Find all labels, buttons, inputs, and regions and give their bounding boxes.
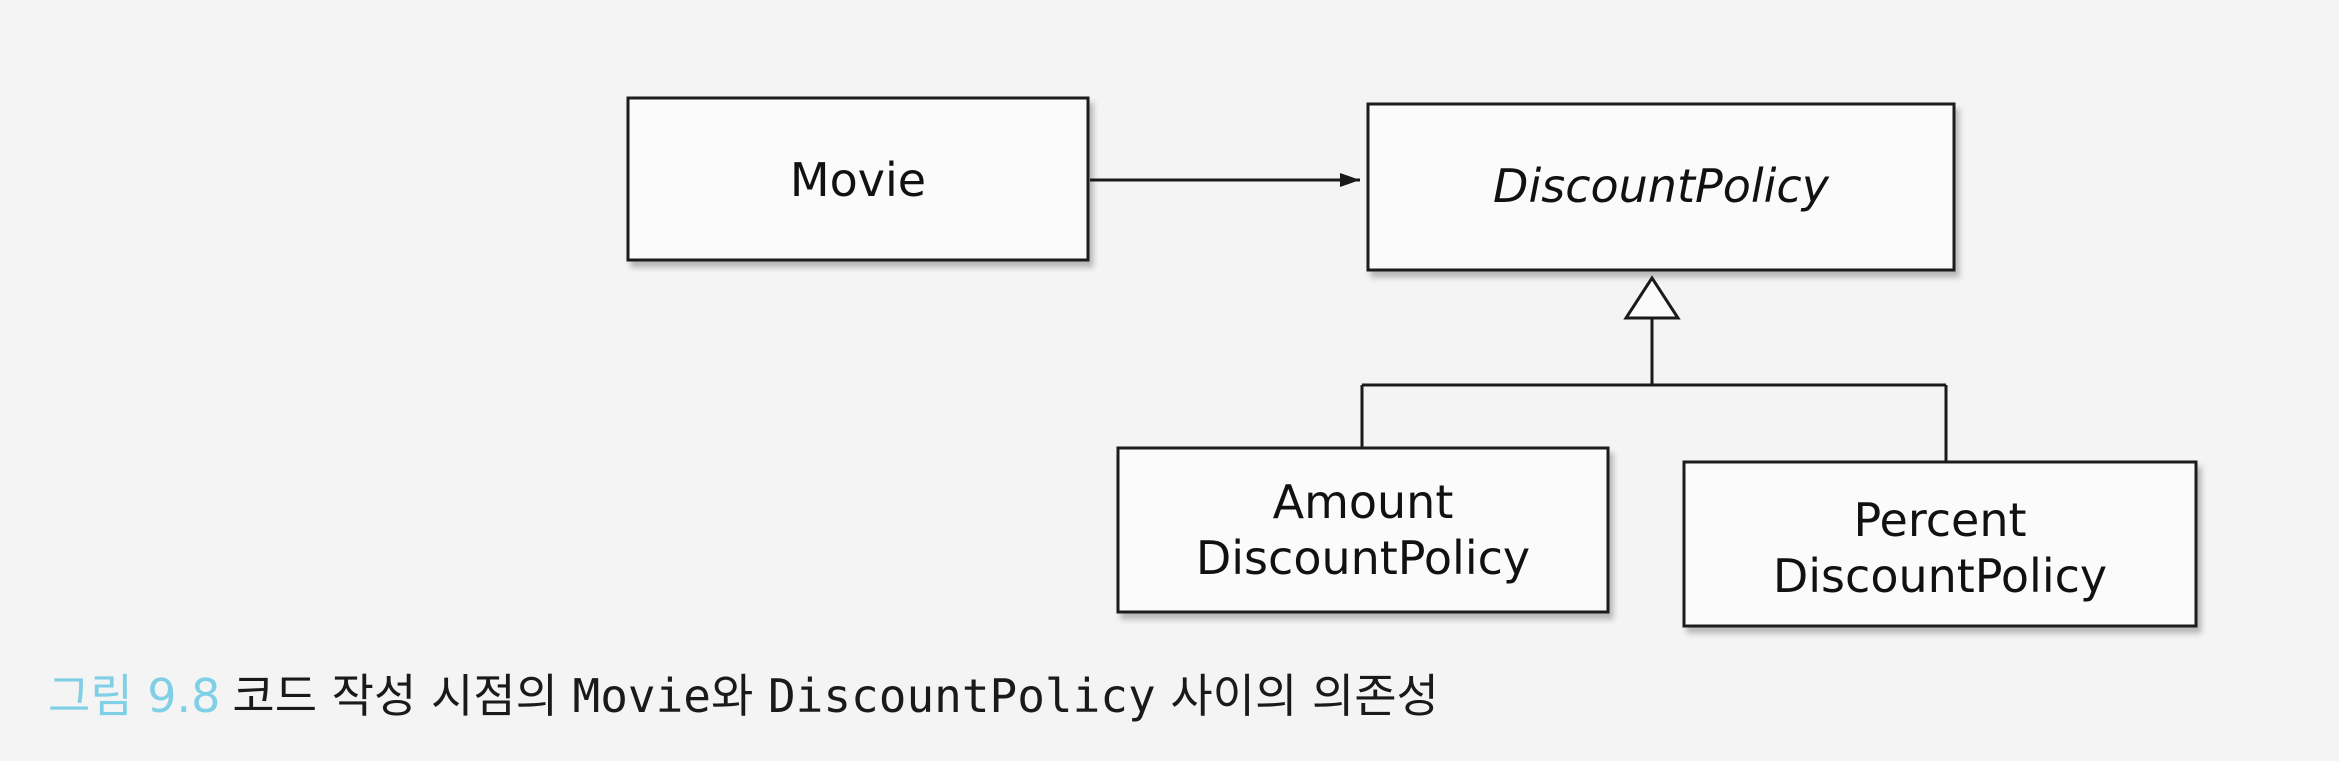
movie-class-node: Movie (626, 96, 1090, 262)
movie-class-label: Movie (790, 153, 926, 207)
discount-policy-class-node: DiscountPolicy (1366, 102, 1956, 272)
amount-label-line1: Amount (1273, 475, 1454, 529)
caption-text-part1: 코드 작성 시점의 (232, 669, 573, 723)
percent-discount-policy-class-node: Percent DiscountPolicy (1682, 460, 2198, 628)
caption-text-part3: 사이의 의존성 (1155, 669, 1439, 723)
generalization-triangle-icon (1623, 275, 1681, 320)
amount-label-line2: DiscountPolicy (1196, 531, 1530, 585)
inheritance-connector (1360, 275, 1948, 462)
amount-discount-policy-class-node: Amount DiscountPolicy (1116, 446, 1610, 614)
caption-code-movie: Movie (572, 669, 712, 723)
percent-label-line1: Percent (1853, 493, 2026, 547)
figure-number: 그림 9.8 (48, 669, 221, 723)
discount-policy-class-label: DiscountPolicy (1493, 159, 1830, 213)
caption-text-part2: 와 (711, 669, 768, 723)
caption-code-discount-policy: DiscountPolicy (767, 669, 1156, 723)
percent-label-line2: DiscountPolicy (1773, 549, 2107, 603)
